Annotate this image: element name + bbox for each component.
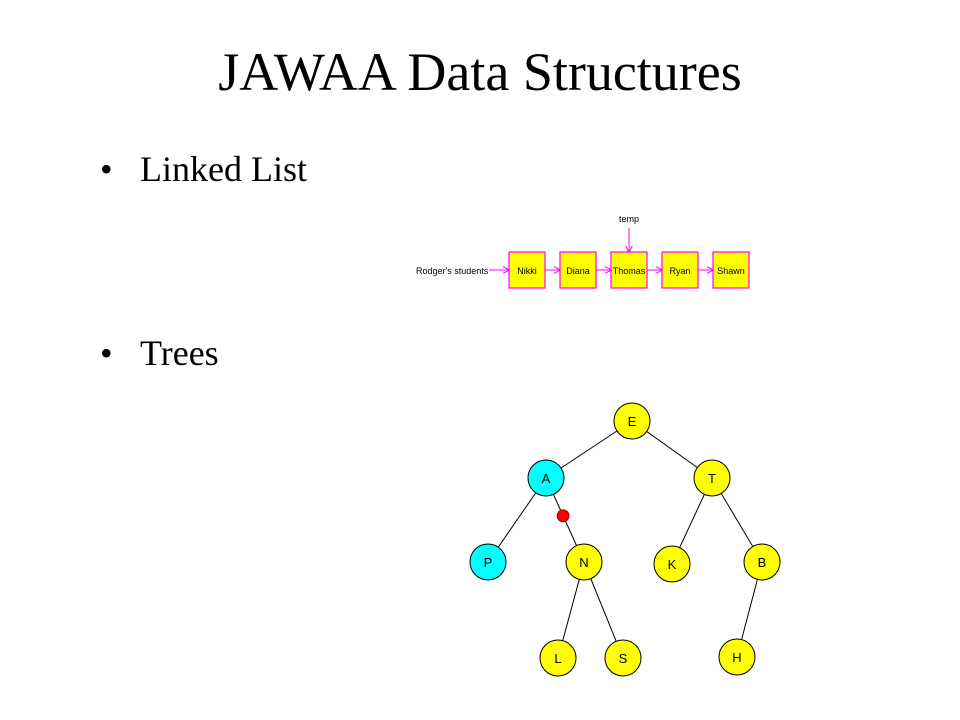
tree-node-label: B xyxy=(758,555,767,570)
bullet-dot: • xyxy=(100,149,113,189)
list-node-box xyxy=(508,251,546,289)
tree-node xyxy=(743,543,781,581)
slide-title: JAWAA Data Structures xyxy=(218,42,742,102)
tree-diagram: E A T P N K B L S H xyxy=(469,402,781,677)
list-node-box xyxy=(559,251,597,289)
list-node-label: Thomas xyxy=(613,266,646,276)
tree-node xyxy=(653,545,691,583)
list-node-label: Ryan xyxy=(669,266,690,276)
tree-node-label: H xyxy=(732,650,741,665)
list-node-box xyxy=(712,251,750,289)
list-pointer-label: temp xyxy=(619,214,639,224)
tree-node-label: L xyxy=(554,651,561,666)
bullet-dot: • xyxy=(100,333,113,373)
tree-node xyxy=(527,459,565,497)
tree-node-label: S xyxy=(619,651,628,666)
tree-node xyxy=(718,638,756,676)
tree-node-label: K xyxy=(668,557,677,572)
bullet-label: Trees xyxy=(140,333,219,373)
tree-node-label: N xyxy=(579,555,588,570)
bullet-label: Linked List xyxy=(140,149,307,189)
list-node-box xyxy=(610,251,648,289)
linked-list-diagram: Rodger's students Nikki Diana Thomas Ryan Sha… xyxy=(416,214,750,289)
tree-node xyxy=(539,639,577,677)
tree-node-label: E xyxy=(628,414,637,429)
tree-edge-marker xyxy=(556,509,570,523)
list-node-label: Shawn xyxy=(717,266,745,276)
bullet-trees: • Trees xyxy=(100,332,219,374)
tree-node xyxy=(604,639,642,677)
tree-node-label: T xyxy=(708,471,716,486)
bullet-linked-list: • Linked List xyxy=(100,148,307,190)
tree-node-label: A xyxy=(542,471,551,486)
tree-node xyxy=(693,459,731,497)
tree-node-label: P xyxy=(484,555,493,570)
list-head-label: Rodger's students xyxy=(416,266,489,276)
tree-node xyxy=(613,402,651,440)
tree-node xyxy=(469,543,507,581)
list-node-box xyxy=(661,251,699,289)
tree-node xyxy=(565,543,603,581)
list-node-label: Diana xyxy=(566,266,590,276)
list-node-label: Nikki xyxy=(517,266,537,276)
